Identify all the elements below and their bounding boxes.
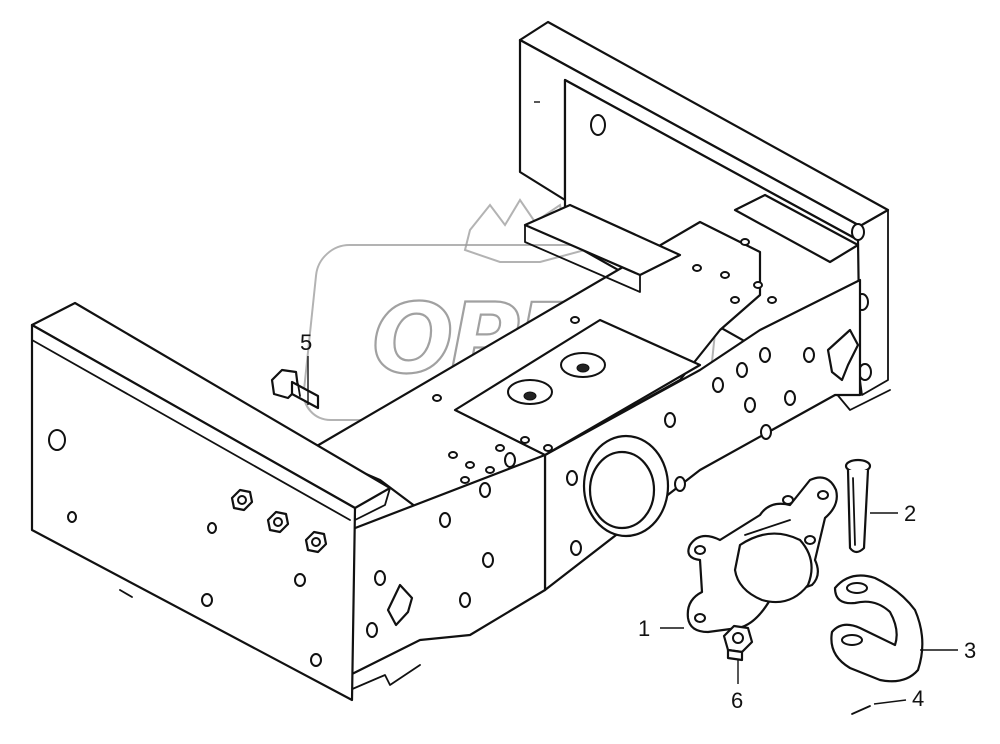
leader-4	[873, 699, 907, 705]
callout-5: 5	[300, 330, 312, 355]
mount-boss-center	[576, 363, 590, 373]
front-cross-rail	[30, 301, 392, 702]
callout-2: 2	[904, 501, 916, 526]
frame-body	[308, 203, 862, 691]
callouts: 1 2 3 4 5 6	[300, 330, 976, 713]
part-3-shackle	[830, 574, 924, 683]
nut	[266, 510, 290, 534]
part-2-pin	[844, 458, 872, 554]
rail-hole	[590, 114, 606, 136]
nut	[230, 488, 254, 512]
part-4-cotter-pin	[851, 705, 871, 715]
callout-3: 3	[964, 638, 976, 663]
part-5-bolt	[270, 368, 320, 410]
callout-1: 1	[638, 616, 650, 641]
callout-4: 4	[912, 686, 924, 711]
rail-hole	[851, 223, 865, 241]
nut	[304, 530, 328, 554]
mount-boss-center	[523, 391, 537, 401]
bracket-front	[386, 583, 414, 627]
callout-6: 6	[731, 688, 743, 713]
leader-lines	[307, 101, 958, 705]
bracket-right	[826, 328, 860, 382]
part-1-hitch-flange	[686, 476, 838, 634]
part-6-nut	[722, 624, 754, 662]
